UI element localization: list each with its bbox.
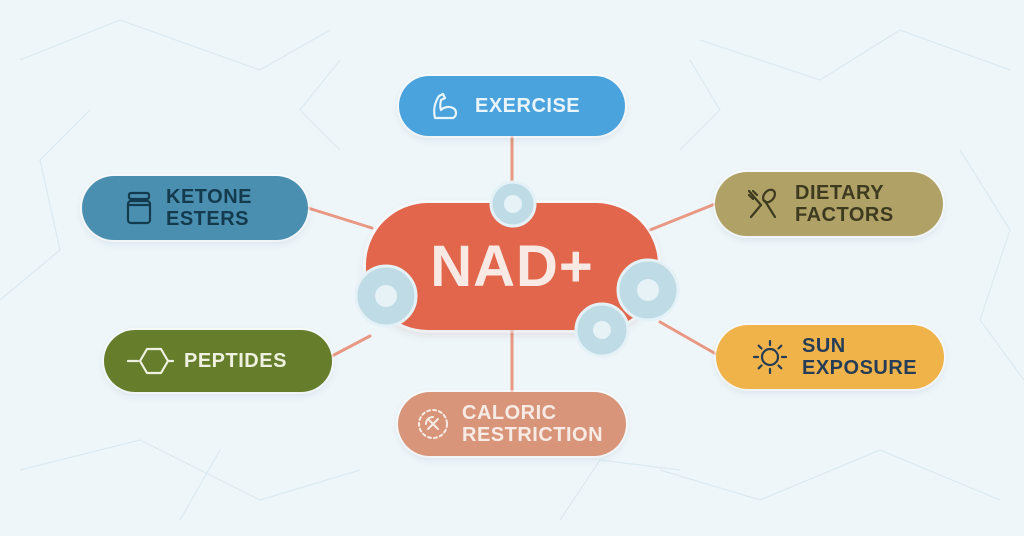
fork-spoon-icon	[745, 187, 779, 221]
connector-dietary	[648, 202, 717, 232]
flexed-arm-icon	[429, 90, 461, 122]
node-exercise-label: EXERCISE	[475, 95, 581, 117]
jar-icon	[126, 191, 152, 225]
node-sun-exposure: SUN EXPOSURE	[716, 325, 944, 389]
node-ketone-esters: KETONE ESTERS	[82, 176, 308, 240]
node-dietary-factors-label: DIETARY FACTORS	[795, 182, 894, 226]
node-caloric-restriction: CALORIC RESTRICTION	[398, 392, 626, 456]
connector-lines	[306, 134, 718, 394]
node-sun-exposure-label: SUN EXPOSURE	[802, 335, 918, 379]
nad-label: NAD+	[430, 234, 594, 299]
node-ketone-esters-label: KETONE ESTERS	[166, 186, 252, 230]
node-peptides-label: PEPTIDES	[184, 350, 287, 372]
connector-ketone	[306, 206, 374, 230]
sun-icon	[752, 339, 788, 375]
node-peptides: PEPTIDES	[104, 330, 332, 392]
connector-sun	[658, 320, 718, 356]
node-caloric-restriction-label: CALORIC RESTRICTION	[462, 402, 604, 446]
hexagon-molecule-icon	[126, 344, 174, 378]
background-network-lines	[0, 19, 1024, 521]
node-dietary-factors: DIETARY FACTORS	[715, 172, 943, 236]
node-exercise: EXERCISE	[399, 76, 625, 136]
connector-peptides	[330, 334, 372, 358]
nad-center-node: NAD+	[366, 203, 658, 330]
crossed-circle-icon	[416, 407, 450, 441]
